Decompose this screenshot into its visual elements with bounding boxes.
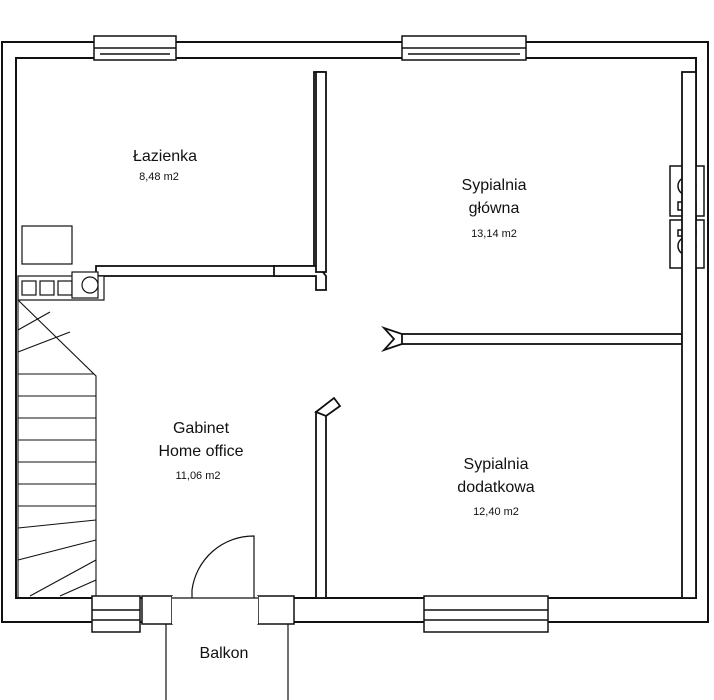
room-name-sypialnia-dodatkowa-line1: Sypialnia <box>464 456 529 473</box>
balcony-label: Balkon <box>200 645 249 662</box>
room-area-lazienka: 8,48 m2 <box>139 171 179 183</box>
room-name-gabinet-line2: Home office <box>158 443 243 460</box>
balcony-door-frame <box>141 595 295 625</box>
room-name-sypialnia-dodatkowa-line2: dodatkowa <box>457 479 534 496</box>
balcony <box>165 624 289 700</box>
staircase <box>17 299 97 598</box>
room-name-sypialnia-glowna-line2: główna <box>469 200 520 217</box>
window-bottom-right <box>423 595 549 633</box>
interior-walls <box>95 71 697 599</box>
window-top-right <box>401 35 527 61</box>
room-name-gabinet-line1: Gabinet <box>173 420 230 437</box>
room-area-sypialnia-dodatkowa: 12,40 m2 <box>473 506 519 518</box>
room-area-gabinet: 11,06 m2 <box>175 470 220 482</box>
window-top-left <box>93 35 177 61</box>
room-area-sypialnia-glowna: 13,14 m2 <box>471 228 517 240</box>
room-name-lazienka: Łazienka <box>133 148 197 165</box>
balcony-door-swing <box>191 535 255 598</box>
outer-walls <box>1 41 709 623</box>
window-bottom-left <box>91 595 141 633</box>
bathroom-fixtures <box>17 225 105 301</box>
balcony-door-gap <box>172 596 258 624</box>
room-name-sypialnia-glowna-line1: Sypialnia <box>462 177 527 194</box>
